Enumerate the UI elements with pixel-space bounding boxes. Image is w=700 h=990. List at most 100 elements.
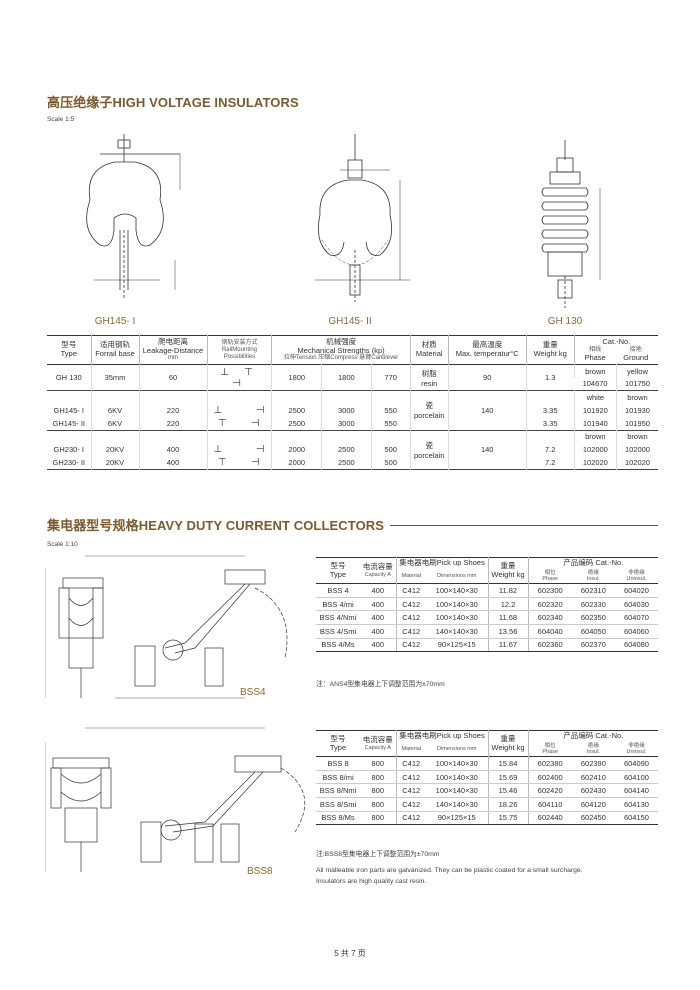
cell-dimensions: 100×140×30 (426, 756, 488, 771)
gh130-drawing (541, 140, 601, 308)
cell-material: C412 (395, 597, 426, 612)
cell-uninsul: 604100 (614, 770, 658, 785)
cell-insul: 604050 (571, 624, 615, 639)
cell-phase: 604040 (527, 624, 572, 639)
header-type-cn: 型号 (330, 561, 346, 570)
header-insul-en: Insul. (586, 575, 600, 582)
cell-insul: 602430 (571, 783, 615, 799)
cell-type: BSS 8/Smi (316, 797, 360, 812)
material-en: porcelain (414, 411, 445, 421)
cell-type: BSS 8/Nmi (316, 783, 360, 799)
cell-mount-symbols: ⊥ ⊤ ⊣ (206, 364, 272, 391)
header-material: Material (401, 745, 422, 752)
table-row: GH230- I 20KV 400 ⊥ ⊣ 2000 2500 500 7.2 … (47, 443, 658, 457)
cell-phase: 602440 (527, 811, 572, 826)
header-type-en: Type (60, 349, 77, 359)
header-cat: 产品编码 Cat.-No. (527, 557, 658, 569)
cell-ground-cat: 102020 (615, 456, 658, 470)
header-pickup: 集电器电刷Pick up Shoes (395, 557, 488, 569)
mount-symbol-icon: ⊥ ⊣ (213, 404, 271, 416)
header-dimensions: Dimensions mm (437, 745, 477, 752)
cell-type: BSS 4/Smi (316, 624, 360, 639)
cell-insul: 602350 (571, 610, 615, 626)
cell-phase-cat: 104670 (582, 379, 608, 389)
cell-capacity: 800 (360, 797, 396, 812)
cell-weight: 18.26 (487, 797, 528, 812)
gh145-i-drawing (86, 134, 181, 300)
cell-insul: 602410 (571, 770, 615, 785)
cell-type: BSS 8/mi (316, 770, 360, 785)
page-footer: 5 共 7 页 (334, 949, 366, 958)
cell-weight: 15.75 (487, 811, 528, 826)
header-uninsul-cn: 非绝缘 (628, 569, 645, 576)
cell-phase-cat: 101920 (573, 403, 617, 417)
cell-material: C412 (395, 583, 426, 598)
mount-symbol-icon: ⊥ ⊣ (213, 444, 271, 456)
cell-capacity: 400 (360, 624, 396, 639)
cell-leakage: 220 (138, 403, 207, 417)
cell-compress: 3000 (321, 403, 372, 417)
cell-type: BSS 4/mi (316, 597, 360, 612)
figure-label-bss4: BSS4 (240, 687, 266, 698)
header-phase-en: Phase (584, 352, 606, 362)
cell-material: C412 (395, 624, 426, 639)
header-material: Material (401, 572, 422, 579)
cell-dimensions: 140×140×30 (426, 797, 488, 812)
cell-weight: 7.2 (525, 443, 575, 457)
header-insul-en: Insul. (586, 748, 600, 755)
header-weight-en: Weight kg (491, 569, 525, 579)
cell-compress: 2500 (321, 443, 372, 457)
resin-note: Insulators are high quality cast resin. (316, 878, 427, 885)
section-title-collectors: 集电器型号规格HEAVY DUTY CURRENT COLLECTORS (47, 518, 385, 533)
header-type-cn: 型号 (61, 340, 77, 350)
cell-phase: 602300 (527, 583, 572, 598)
header-type-en: Type (329, 569, 347, 579)
cell-uninsul: 604030 (614, 597, 658, 612)
header-capacity-en: Capacity A (364, 744, 391, 751)
cell-weight: 15.46 (487, 783, 528, 799)
scale-label: Scale 1:5 (47, 116, 75, 123)
cell-capacity: 400 (360, 583, 396, 598)
header-leakage-en: Leakage-Distance (142, 345, 204, 355)
cell-uninsul: 604070 (614, 610, 658, 626)
header-weight-en: Weight kg (533, 349, 567, 359)
cell-phase: 602380 (527, 756, 572, 771)
cell-weight: 13.56 (487, 624, 528, 639)
cell-type: GH230- II (52, 458, 85, 468)
header-material-cn: 材质 (421, 340, 437, 350)
section-title-insulators: 高压绝缘子HIGH VOLTAGE INSULATORS (47, 95, 299, 110)
cell-capacity: 400 (360, 597, 396, 612)
header-leakage-cn: 爬电距离 (158, 337, 188, 346)
header-phase-cn: 相线 (589, 346, 602, 353)
cell-cantilever: 500 (370, 456, 411, 470)
cell-leakage: 400 (138, 456, 207, 470)
cell-cantilever: 500 (370, 443, 411, 457)
cell-tension: 2500 (271, 416, 322, 431)
material-en: resin (421, 378, 438, 388)
header-uninsul-cn: 非绝缘 (628, 742, 645, 749)
cell-rail: 35mm (90, 364, 139, 391)
header-cat: Cat.-No. (602, 337, 631, 346)
bss8-note: 注:BSS8型集电器上下调整范围为±70mm (316, 851, 440, 858)
cell-ground-cat: 101930 (615, 403, 658, 417)
cell-type: BSS 4/Ms (316, 638, 360, 653)
header-railmount-en: RailMounting (221, 346, 257, 353)
cell-type: GH145- I (53, 405, 84, 415)
cell-material: C412 (395, 756, 426, 771)
cell-uninsul: 604140 (614, 783, 658, 799)
material-en: porcelain (414, 450, 445, 460)
material-cn: 瓷 (425, 401, 433, 411)
cell-type: GH145- II (52, 418, 85, 428)
cell-dimensions: 90×125×15 (426, 638, 488, 653)
header-phase-en: Phase (542, 575, 558, 582)
cell-insul: 602370 (571, 638, 615, 653)
